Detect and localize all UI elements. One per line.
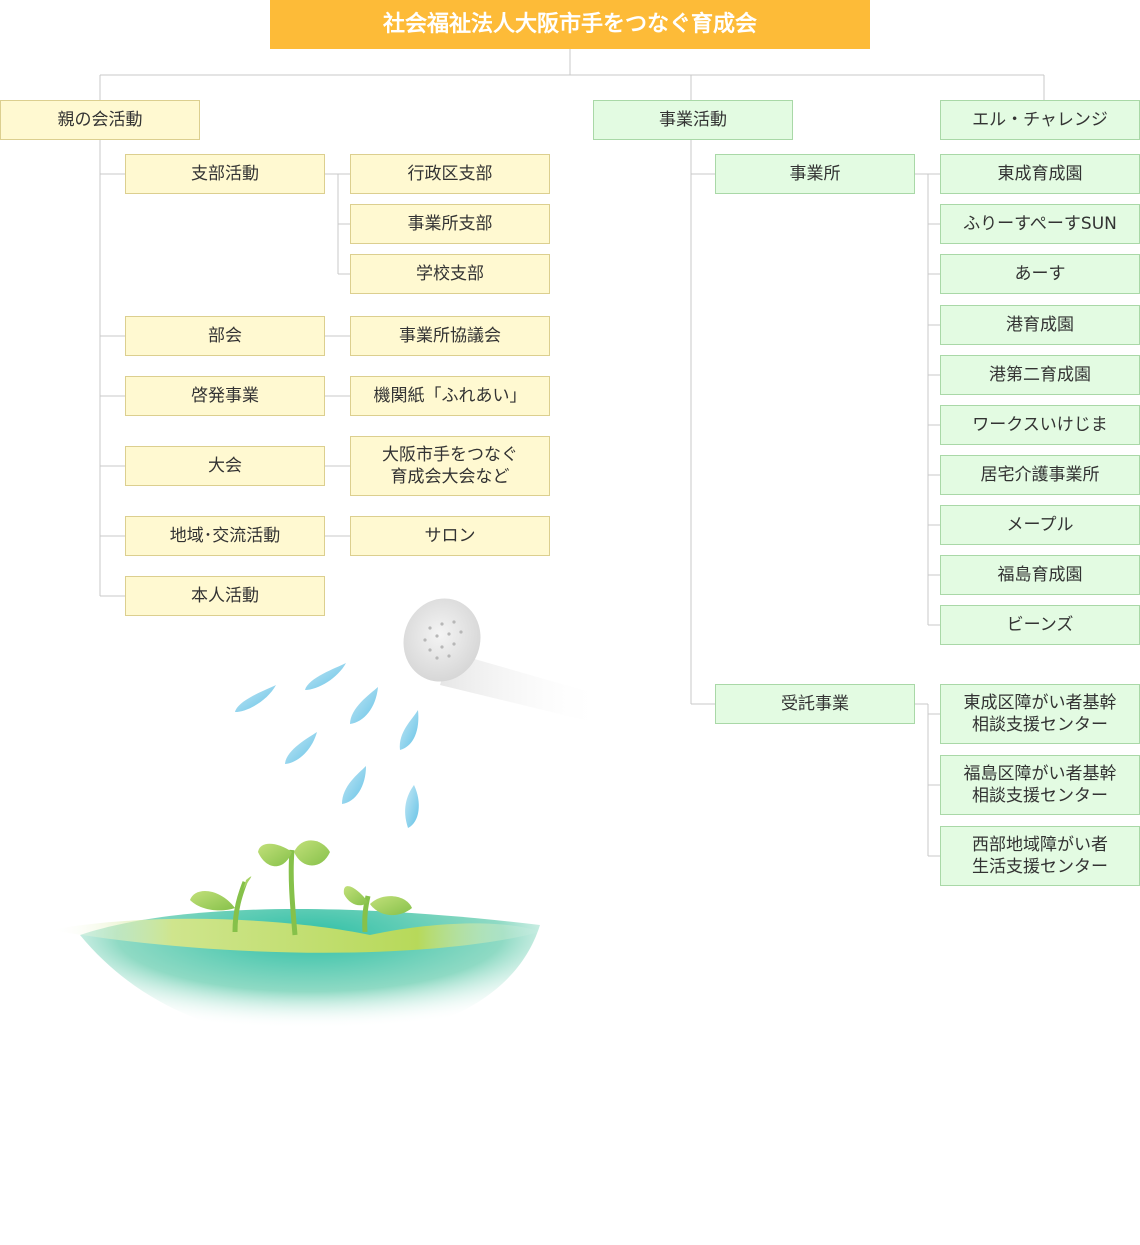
node-taikai-detail: 大阪市手をつなぐ 育成会大会など — [350, 436, 550, 496]
node-facility: ふりーすぺーすSUN — [940, 204, 1140, 244]
node-facility: ワークスいけじま — [940, 405, 1140, 445]
node-taikai: 大会 — [125, 446, 325, 486]
node-jigyosho-kyogikai: 事業所協議会 — [350, 316, 550, 356]
node-bukai: 部会 — [125, 316, 325, 356]
watering-can-icon — [392, 590, 605, 725]
node-facility: ビーンズ — [940, 605, 1140, 645]
node-salon: サロン — [350, 516, 550, 556]
node-support-center: 東成区障がい者基幹 相談支援センター — [940, 684, 1140, 744]
node-keihatsu: 啓発事業 — [125, 376, 325, 416]
node-facility: メープル — [940, 505, 1140, 545]
node-branch-activities: 支部活動 — [125, 154, 325, 194]
node-support-center: 西部地域障がい者 生活支援センター — [940, 826, 1140, 886]
node-facility: 港第二育成園 — [940, 355, 1140, 395]
node-facility: あーす — [940, 254, 1140, 294]
node-facility: 港育成園 — [940, 305, 1140, 345]
node-facility: 居宅介護事業所 — [940, 455, 1140, 495]
node-jutaku: 受託事業 — [715, 684, 915, 724]
root-node: 社会福祉法人大阪市手をつなぐ育成会 — [270, 0, 870, 49]
node-business-activities: 事業活動 — [593, 100, 793, 140]
node-kikanshi: 機関紙「ふれあい」 — [350, 376, 550, 416]
node-chiiki: 地域･交流活動 — [125, 516, 325, 556]
node-el-challenge: エル・チャレンジ — [940, 100, 1140, 140]
node-gyoseiku-shibu: 行政区支部 — [350, 154, 550, 194]
node-oya-activities: 親の会活動 — [0, 100, 200, 140]
node-gakko-shibu: 学校支部 — [350, 254, 550, 294]
water-drops-icon — [235, 663, 419, 828]
watering-illustration — [40, 590, 620, 1060]
node-facility: 東成育成園 — [940, 154, 1140, 194]
node-facility: 福島育成園 — [940, 555, 1140, 595]
node-support-center: 福島区障がい者基幹 相談支援センター — [940, 755, 1140, 815]
node-jigyosho: 事業所 — [715, 154, 915, 194]
node-jigyosho-shibu: 事業所支部 — [350, 204, 550, 244]
